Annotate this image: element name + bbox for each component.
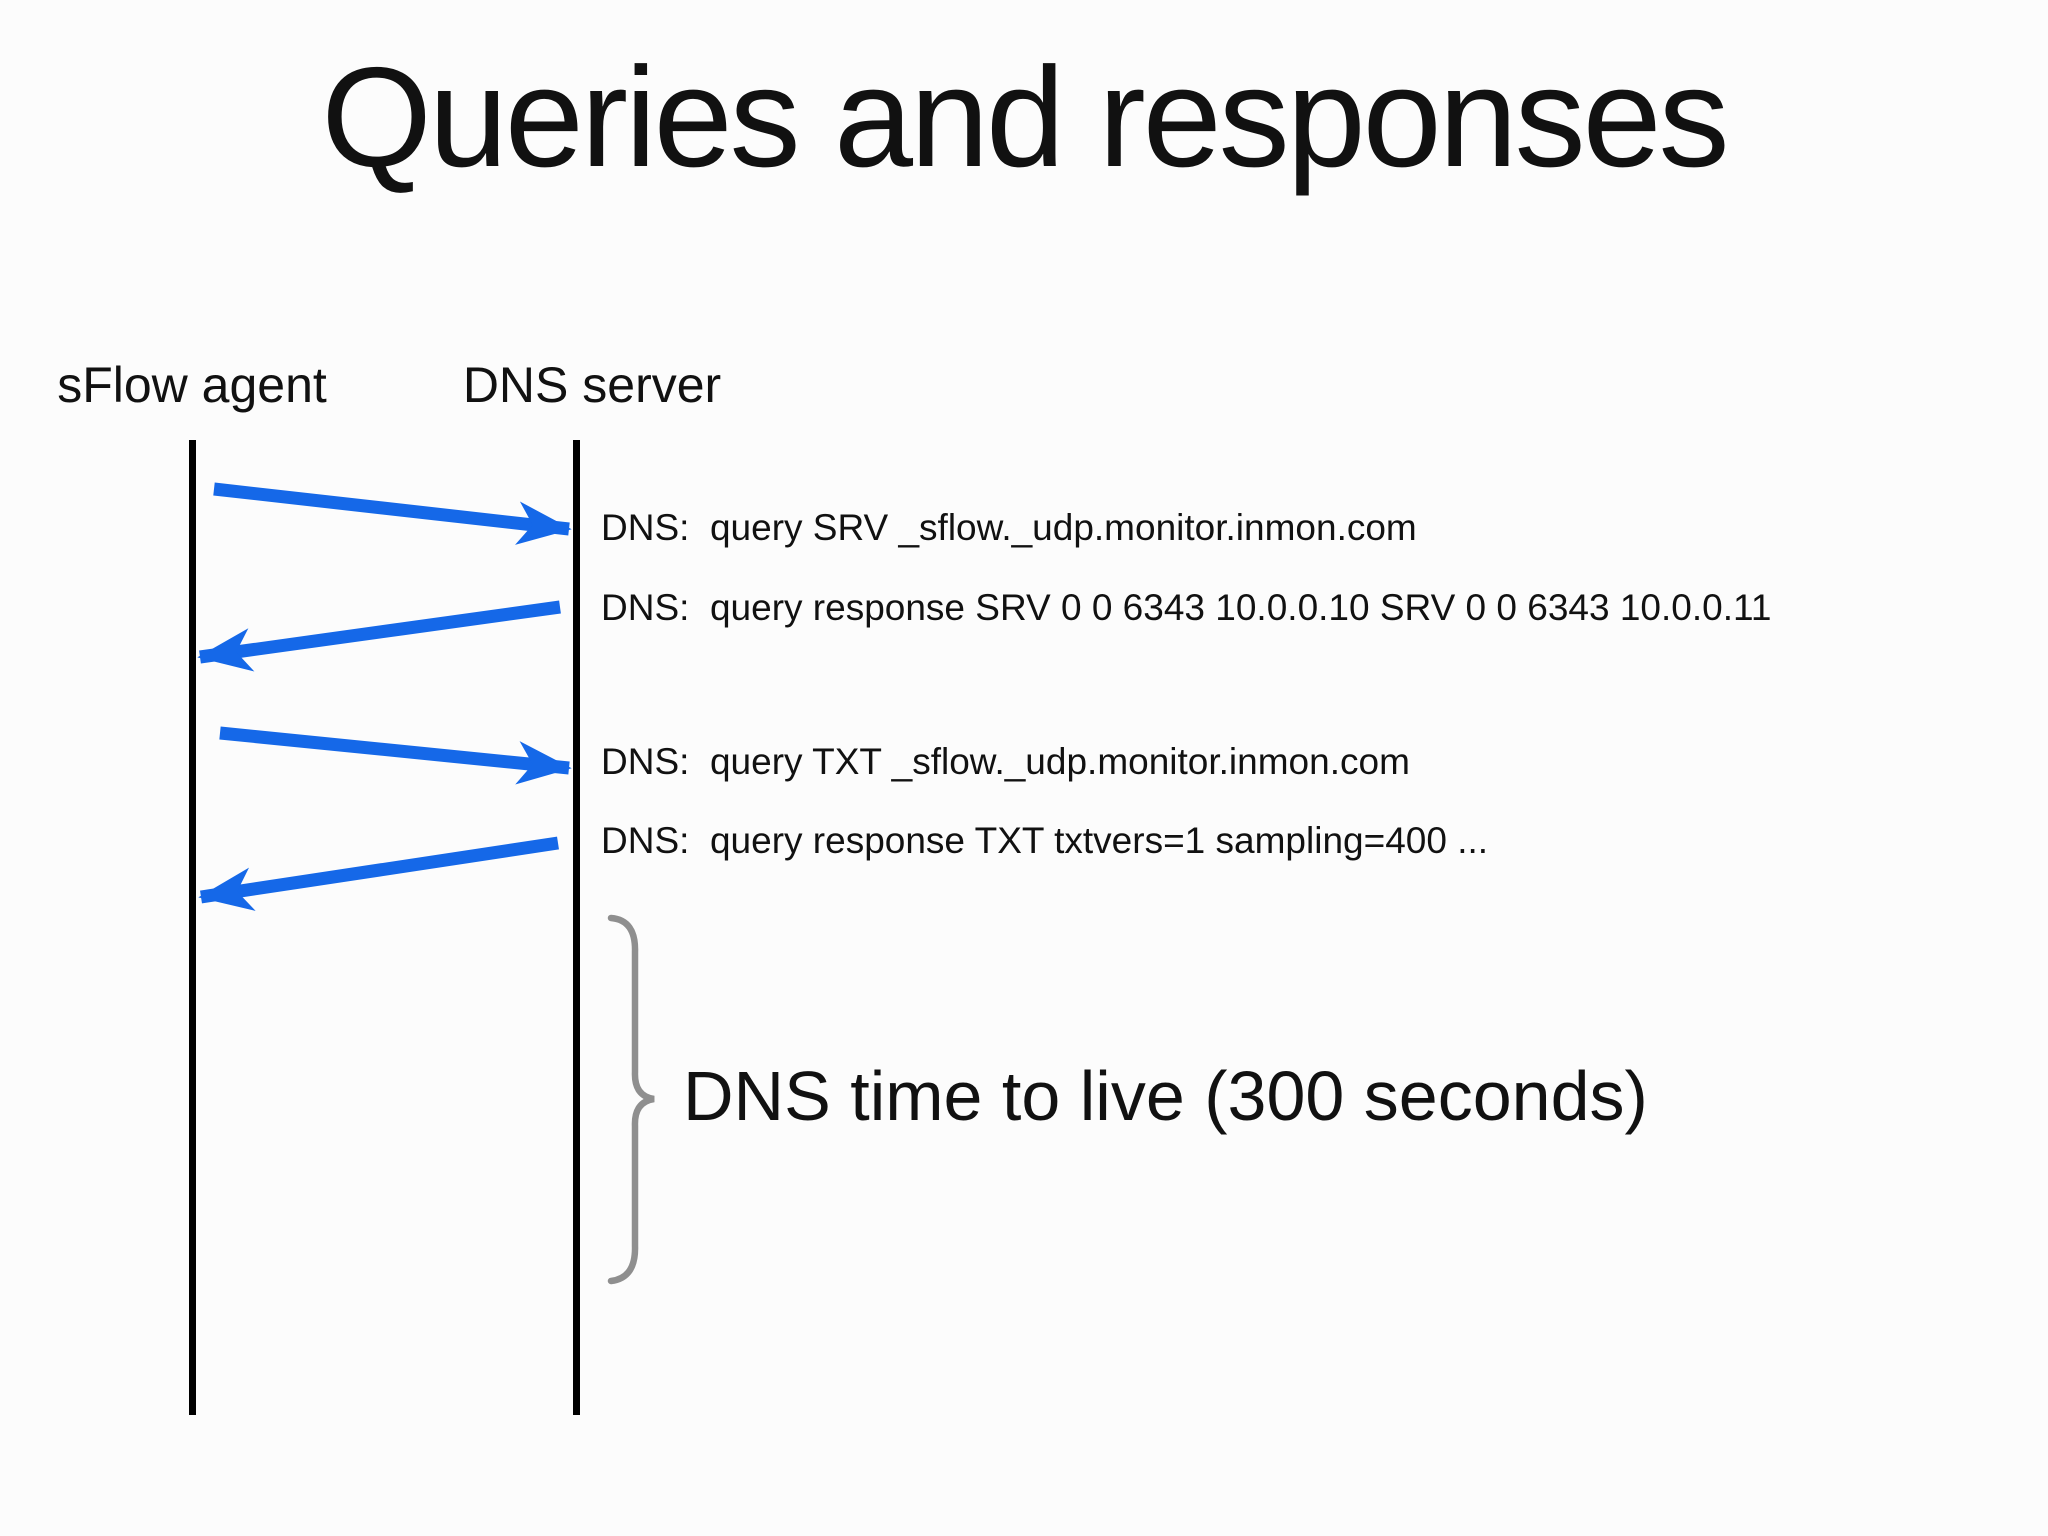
message-query-srv: DNS: query SRV _sflow._udp.monitor.inmon… [601,507,1417,548]
arrow-response-txt [198,836,559,911]
message-response-txt: DNS: query response TXT txtvers=1 sampli… [601,820,1489,861]
lifeline-dns-server [573,440,580,1415]
message-query-txt: DNS: query TXT _sflow._udp.monitor.inmon… [601,741,1410,782]
ttl-brace-icon [607,914,655,1285]
actor-label-sflow-agent: sFlow agent [57,357,327,413]
actor-label-dns-server: DNS server [462,357,722,413]
ttl-annotation: DNS time to live (300 seconds) [683,1057,1648,1135]
slide-title: Queries and responses [321,38,1729,197]
arrow-query-txt [219,726,572,785]
message-response-srv: DNS: query response SRV 0 0 6343 10.0.0.… [601,587,1772,628]
arrow-query-srv [213,482,572,545]
arrow-response-srv [197,600,561,672]
lifeline-sflow-agent [189,440,196,1415]
